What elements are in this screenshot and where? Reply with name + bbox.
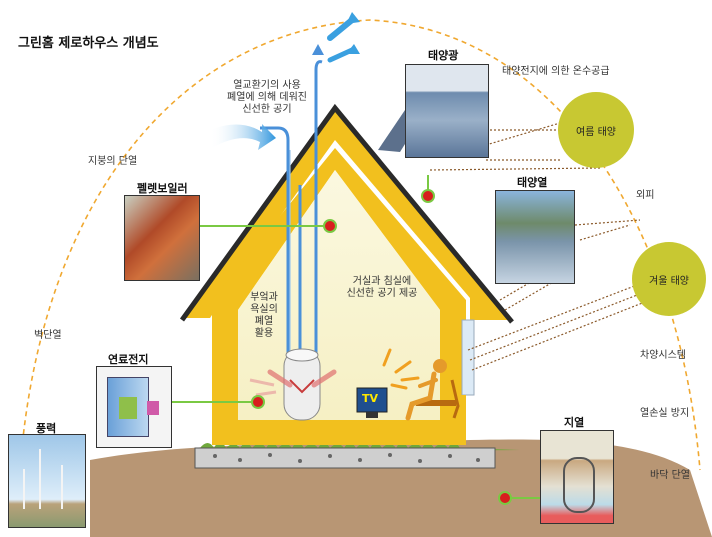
floor-insulation-label: 바닥 단열 <box>650 470 690 481</box>
summer-sun-label: 여름 태양 <box>576 126 616 138</box>
dot-fuelcell <box>251 395 265 409</box>
wall-insulation-label: 벽단열 <box>34 330 62 341</box>
roof-insulation-label: 지붕의 단열 <box>88 156 138 167</box>
exhaust-arrow <box>312 44 324 55</box>
dot-solar <box>421 189 435 203</box>
exhaust-duct <box>314 60 323 370</box>
dot-geothermal <box>498 491 512 505</box>
kitchen-line-4: 활용 <box>254 328 274 339</box>
outer-wall-label: 외피 <box>636 190 655 201</box>
kitchen-line-3: 폐열 <box>254 316 274 327</box>
solar-thermal-photo <box>495 190 575 284</box>
wind-photo <box>8 434 86 528</box>
window <box>461 319 475 396</box>
fuel-cell-label: 연료전지 <box>108 353 149 366</box>
fuel-cell-photo <box>96 366 172 448</box>
page-title: 그린홈 제로하우스 개념도 <box>18 36 159 51</box>
solar-pv-photo <box>405 64 489 158</box>
exhaust-line-1: 열교환기의 사용 <box>233 80 301 91</box>
living-line-2: 신선한 공기 제공 <box>346 288 418 299</box>
exhaust-line-3: 신선한 공기 <box>242 104 292 115</box>
exhaust-caption: 열교환기의 사용 폐열에 의해 데워진 신선한 공기 <box>222 80 312 116</box>
dot-boiler <box>323 219 337 233</box>
fresh-air-arrow <box>210 124 276 150</box>
living-caption: 거실과 침실에 신선한 공기 제공 <box>332 276 432 300</box>
kitchen-caption: 부엌과 욕실의 폐열 활용 <box>244 292 284 340</box>
solar-pv-label: 태양광 <box>428 49 459 62</box>
heat-loss-label: 열손실 방지 <box>640 408 690 419</box>
pellet-boiler-label: 펠렛보일러 <box>137 182 188 195</box>
living-line-1: 거실과 침실에 <box>352 276 412 287</box>
winter-sun: 겨울 태양 <box>632 242 706 316</box>
solar-pv-note: 태양전지에 의한 온수공급 <box>502 66 610 77</box>
geothermal-label: 지열 <box>564 416 585 429</box>
intake-duct <box>260 126 290 365</box>
winter-sun-label: 겨울 태양 <box>649 275 689 287</box>
person-in-chair <box>405 359 460 421</box>
house-frame <box>212 148 466 445</box>
wind-label: 풍력 <box>36 422 57 435</box>
solar-thermal-label: 태양열 <box>517 176 548 189</box>
tv-label: TV <box>362 392 379 405</box>
geothermal-photo <box>540 430 614 524</box>
kitchen-line-1: 부엌과 <box>250 292 278 303</box>
exhaust-line-2: 폐열에 의해 데워진 <box>227 92 307 103</box>
pellet-boiler-photo <box>124 195 200 281</box>
shading-label: 차양시스템 <box>640 350 686 361</box>
summer-sun: 여름 태양 <box>558 92 634 168</box>
kitchen-line-2: 욕실의 <box>250 304 278 315</box>
